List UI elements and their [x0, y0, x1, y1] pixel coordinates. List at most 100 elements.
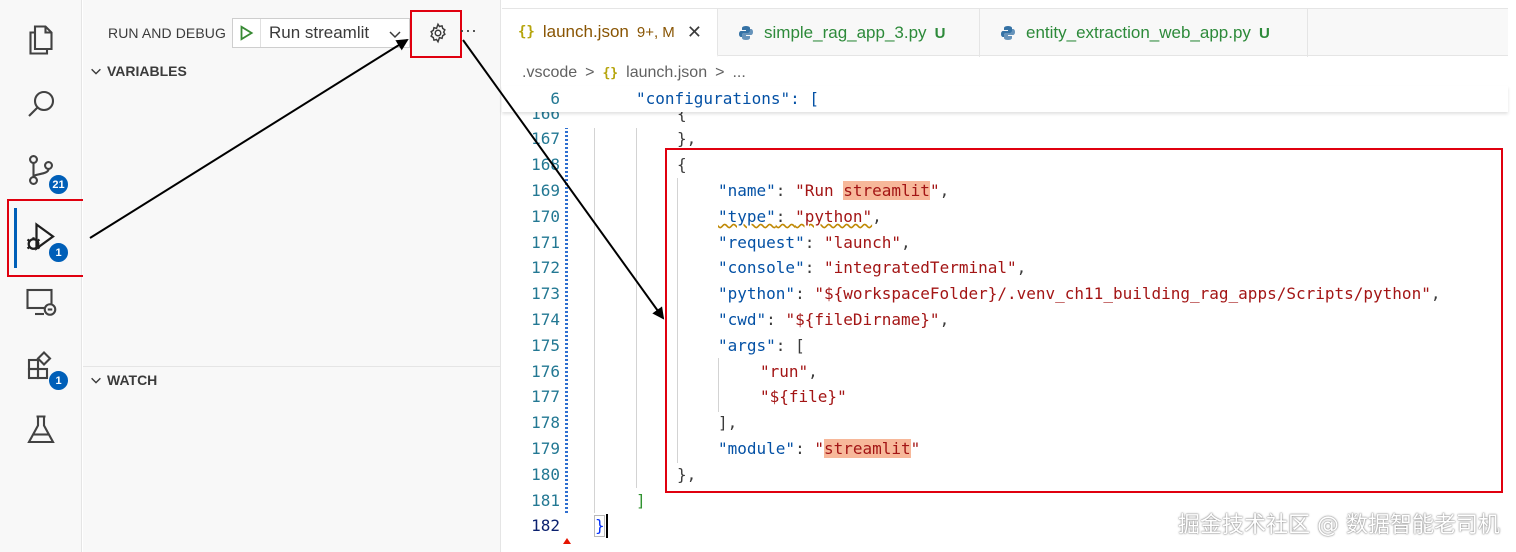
code-line: ] [636, 491, 646, 510]
tab-launch-json[interactable]: {} launch.json 9+, M ✕ [502, 9, 718, 57]
json-icon: {} [518, 24, 535, 40]
line-number: 6 [550, 89, 560, 108]
gutter-error-marker [563, 538, 571, 544]
python-icon [1001, 26, 1015, 40]
json-string: "python" [795, 207, 873, 226]
code-line: "request": "launch", [718, 233, 911, 252]
variables-section-label: VARIABLES [107, 63, 187, 79]
code-line: }, [677, 129, 697, 148]
extensions-badge: 1 [48, 370, 69, 391]
sticky-scroll-header[interactable]: 6 "configurations": [ [502, 86, 1508, 112]
code-line: "args": [ [718, 336, 805, 355]
indent-guide [636, 128, 637, 488]
line-number: 167 [531, 129, 560, 148]
json-string: " [910, 439, 921, 458]
json-string: " [929, 181, 940, 200]
gear-annotation-box [410, 10, 462, 58]
indent-guide [594, 128, 595, 513]
breadcrumb: .vscode > {} launch.json > ... [522, 62, 746, 84]
activity-bar: 21 1 1 [0, 0, 91, 552]
indent-guide [718, 358, 719, 412]
code-line: ], [718, 413, 738, 432]
run-debug-button[interactable]: 1 [0, 208, 82, 268]
line-number: 177 [531, 387, 560, 406]
line-number: 169 [531, 181, 560, 200]
code-line: "run", [760, 362, 818, 381]
config-annotation-box [665, 148, 1503, 493]
extensions-button[interactable]: 1 [0, 336, 82, 396]
code-line: "type": "python", [718, 207, 882, 226]
play-icon [241, 25, 254, 41]
json-key: "console" [718, 258, 805, 277]
code-line: "console": "integratedTerminal", [718, 258, 1027, 277]
explorer-button[interactable] [0, 10, 82, 70]
source-control-button[interactable]: 21 [0, 140, 82, 200]
chevron-down-icon [389, 31, 401, 39]
json-string: "run" [760, 362, 809, 381]
json-string: "launch" [823, 233, 902, 252]
watch-section-header[interactable]: WATCH [89, 369, 157, 391]
json-key: "args" [718, 336, 776, 355]
run-debug-sidebar: RUN AND DEBUG Run streamlit ··· VARIABLE… [83, 0, 501, 552]
line-number: 173 [531, 284, 560, 303]
code-line: }, [677, 465, 697, 484]
selected-config-label: Run streamlit [268, 23, 370, 42]
breadcrumb-symbol[interactable]: ... [732, 64, 746, 81]
remote-explorer-icon [26, 288, 57, 316]
search-icon [28, 90, 55, 117]
json-key: "request" [718, 233, 805, 252]
line-number: 175 [531, 336, 560, 355]
tab-bar: {} launch.json 9+, M ✕ simple_rag_app_3.… [502, 8, 1508, 57]
run-debug-annotation-box [7, 199, 91, 277]
more-actions-button[interactable]: ··· [459, 20, 477, 40]
json-icon: {} [602, 65, 619, 81]
source-control-icon [28, 155, 53, 186]
tab-status: U [1258, 24, 1270, 42]
gear-icon [430, 22, 446, 44]
breadcrumb-separator: > [715, 64, 725, 81]
open-launch-json-button[interactable] [424, 19, 452, 47]
code-line: "module": "streamlit" [718, 439, 921, 458]
search-button[interactable] [0, 74, 82, 134]
remote-explorer-button[interactable] [0, 272, 82, 332]
json-key: "python" [718, 284, 796, 303]
line-number: 176 [531, 362, 560, 381]
tab-label: entity_extraction_web_app.py [1026, 23, 1251, 42]
code-line: { [677, 104, 687, 123]
text-cursor [606, 514, 608, 538]
code-line: "python": "${workspaceFolder}/.venv_ch11… [718, 284, 1441, 303]
sidebar-title: RUN AND DEBUG [108, 25, 226, 41]
line-number: 172 [531, 258, 560, 277]
line-number: 178 [531, 413, 560, 432]
testing-button[interactable] [0, 400, 82, 460]
code-line: } [595, 516, 605, 535]
line-number: 182 [531, 516, 560, 535]
variables-section-header[interactable]: VARIABLES [89, 60, 187, 82]
line-number: 181 [531, 491, 560, 510]
code-line: "name": "Run streamlit", [718, 181, 950, 200]
breadcrumb-file[interactable]: launch.json [626, 64, 708, 81]
json-key: "module" [718, 439, 796, 458]
line-number: 179 [531, 439, 560, 458]
tab-entity-extraction[interactable]: entity_extraction_web_app.py U [980, 9, 1308, 57]
search-match: streamlit [843, 181, 930, 200]
tab-simple-rag-app[interactable]: simple_rag_app_3.py U [718, 9, 980, 57]
chevron-down-icon [91, 377, 101, 384]
line-number: 174 [531, 310, 560, 329]
testing-icon [27, 415, 55, 444]
tab-label: simple_rag_app_3.py [764, 23, 927, 42]
launch-config-select[interactable]: Run streamlit [231, 18, 410, 48]
editor-area: {} launch.json 9+, M ✕ simple_rag_app_3.… [502, 0, 1516, 552]
python-icon [739, 26, 753, 40]
json-bracket: [ [795, 336, 805, 355]
tab-status: U [934, 24, 946, 42]
run-debug-badge: 1 [48, 242, 69, 263]
search-match: streamlit [823, 439, 911, 458]
active-view-indicator [14, 208, 17, 268]
close-icon[interactable]: ✕ [686, 21, 702, 42]
json-key: "name" [718, 181, 776, 200]
json-string: "integratedTerminal" [823, 258, 1017, 277]
run-debug-icon [26, 222, 55, 251]
breadcrumb-folder[interactable]: .vscode [522, 64, 578, 81]
start-debugging-button[interactable] [233, 19, 261, 47]
